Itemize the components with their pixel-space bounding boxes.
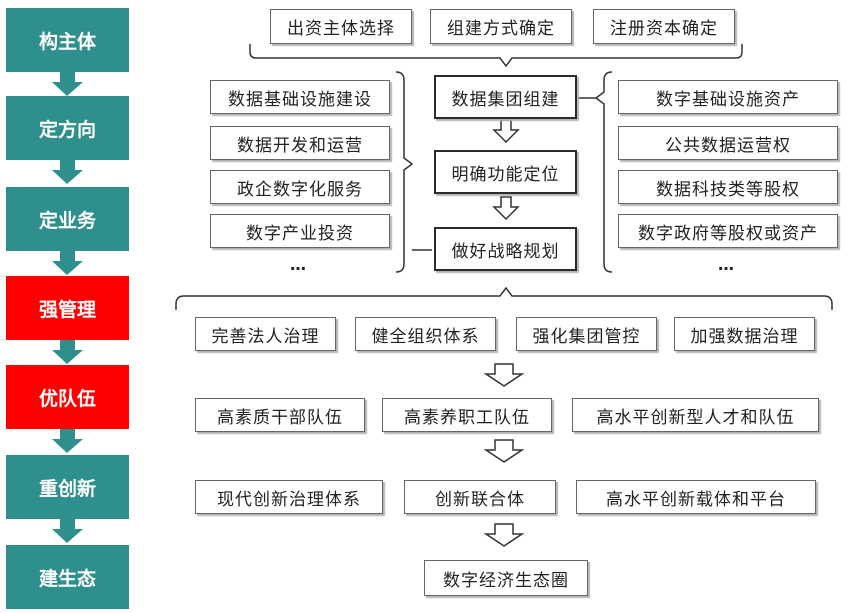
left-list-item: 数据开发和运营 bbox=[210, 126, 390, 160]
center-box: 明确功能定位 bbox=[434, 150, 577, 194]
step-set-business: 定业务 bbox=[6, 187, 129, 251]
innovation-box: 高水平创新载体和平台 bbox=[576, 480, 816, 514]
step-label: 构主体 bbox=[38, 30, 96, 53]
step-label: 强管理 bbox=[38, 298, 96, 321]
step-arrow-6 bbox=[52, 519, 83, 543]
management-box: 强化集团管控 bbox=[516, 317, 657, 351]
arrow-down-2 bbox=[492, 196, 520, 221]
step-build-ecosystem: 建生态 bbox=[6, 545, 129, 609]
arrow-down-4 bbox=[483, 439, 525, 463]
left-list-more: … bbox=[290, 255, 306, 274]
top-box: 出资主体选择 bbox=[270, 9, 412, 44]
step-build-entity: 构主体 bbox=[6, 8, 129, 72]
right-list-item: 数字基础设施资产 bbox=[618, 80, 838, 114]
step-label: 建生态 bbox=[38, 567, 96, 590]
right-list-item: 公共数据运营权 bbox=[618, 126, 838, 160]
management-box: 健全组织体系 bbox=[355, 317, 496, 351]
talent-box: 高素质干部队伍 bbox=[195, 398, 365, 432]
left-brace bbox=[395, 71, 414, 273]
top-box: 组建方式确定 bbox=[430, 9, 572, 44]
step-optimize-team: 优队伍 bbox=[6, 365, 129, 429]
right-brace bbox=[594, 71, 613, 273]
talent-box: 高水平创新型人才和队伍 bbox=[572, 398, 819, 432]
left-list-item: 数据基础设施建设 bbox=[210, 80, 390, 114]
center-box: 做好战略规划 bbox=[434, 227, 577, 271]
management-box: 完善法人治理 bbox=[195, 317, 336, 351]
step-set-direction: 定方向 bbox=[6, 96, 129, 160]
right-list-more: … bbox=[718, 255, 734, 274]
left-list-item: 数字产业投资 bbox=[210, 214, 390, 248]
innovation-box: 现代创新治理体系 bbox=[195, 480, 383, 514]
ecosystem-box: 数字经济生态圈 bbox=[424, 560, 588, 596]
innovation-box: 创新联合体 bbox=[404, 480, 556, 514]
management-box: 加强数据治理 bbox=[674, 317, 815, 351]
arrow-down-3 bbox=[483, 363, 525, 387]
center-box: 数据集团组建 bbox=[434, 75, 577, 119]
step-arrow-5 bbox=[52, 429, 83, 453]
right-list-item: 数据科技类等股权 bbox=[618, 170, 838, 204]
right-list-item: 数字政府等股权或资产 bbox=[618, 214, 838, 248]
step-label: 定业务 bbox=[38, 209, 96, 232]
step-arrow-4 bbox=[52, 340, 83, 364]
step-arrow-2 bbox=[52, 160, 83, 184]
step-label: 优队伍 bbox=[38, 387, 96, 410]
arrow-down-5 bbox=[483, 523, 525, 547]
step-emphasize-innovation: 重创新 bbox=[6, 455, 129, 519]
arrow-down-1 bbox=[492, 119, 520, 144]
step-label: 定方向 bbox=[38, 118, 96, 141]
step-arrow-3 bbox=[52, 251, 83, 275]
step-strengthen-management: 强管理 bbox=[6, 276, 129, 340]
middle-brace bbox=[175, 286, 833, 310]
step-arrow-1 bbox=[52, 72, 83, 96]
left-list-item: 政企数字化服务 bbox=[210, 170, 390, 204]
step-label: 重创新 bbox=[38, 477, 96, 500]
top-brace bbox=[249, 44, 743, 68]
talent-box: 高素养职工队伍 bbox=[382, 398, 552, 432]
top-box: 注册资本确定 bbox=[593, 9, 735, 44]
